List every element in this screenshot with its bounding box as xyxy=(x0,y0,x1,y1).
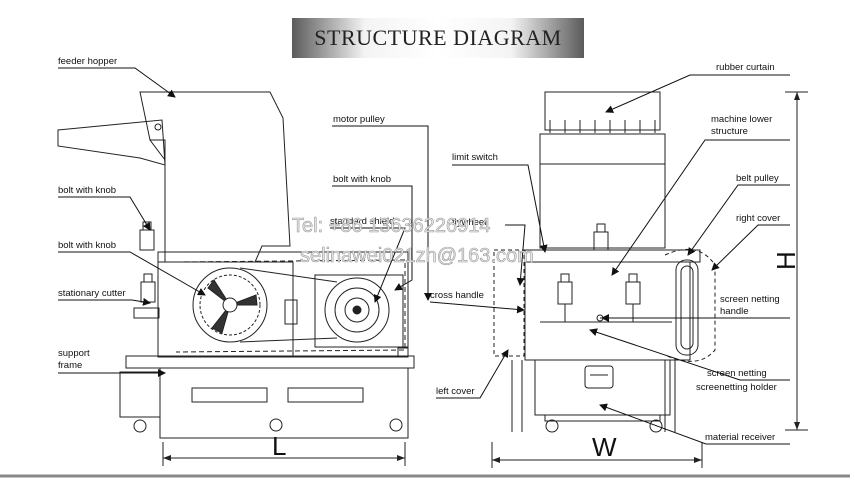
label-right-cover: right cover xyxy=(736,213,780,224)
label-feeder-hopper: feeder hopper xyxy=(58,56,117,67)
label-material-receiver: material receiver xyxy=(705,432,775,443)
label-stationary-cutter: stationary cutter xyxy=(58,288,126,299)
label-cross-handle: cross handle xyxy=(430,290,484,301)
watermark-phone: Tel: +86 13636226914 xyxy=(292,215,491,237)
left-callouts xyxy=(58,67,432,377)
dimension-l-label: L xyxy=(272,431,286,461)
watermark-email: selinawei021zh@163.com xyxy=(300,245,534,267)
right-callouts xyxy=(429,74,790,445)
label-standard-shield: standard shield xyxy=(330,216,394,227)
label-bolt-with-knob-3: bolt with knob xyxy=(333,174,391,185)
label-limit-switch: limit switch xyxy=(452,152,498,163)
label-screen-netting-handle-2: handle xyxy=(720,306,749,317)
dimension-h-label: H xyxy=(771,251,801,270)
side-view-machine xyxy=(57,91,415,439)
label-bolt-with-knob-1: bolt with knob xyxy=(58,185,116,196)
dimension-w xyxy=(491,442,703,468)
label-machine-lower-2: structure xyxy=(711,126,748,137)
label-screen-netting-1: screen netting xyxy=(707,368,767,379)
dimension-l xyxy=(162,442,406,466)
label-support-1: support xyxy=(58,348,90,359)
label-screen-netting-handle-1: screen netting xyxy=(720,294,780,305)
label-motor-pulley: motor pulley xyxy=(333,114,385,125)
label-bolt-with-knob-2: bolt with knob xyxy=(58,240,116,251)
dimension-h xyxy=(785,91,808,431)
label-left-cover: left cover xyxy=(436,386,475,397)
label-machine-lower-1: machine lower xyxy=(711,114,772,125)
diagram-title: STRUCTURE DIAGRAM xyxy=(314,25,562,50)
label-flywheel: flywheel xyxy=(452,217,486,228)
label-belt-pulley: belt pulley xyxy=(736,173,779,184)
label-screen-netting-2: screenetting holder xyxy=(696,382,777,393)
label-support-2: frame xyxy=(58,360,82,371)
dimension-w-label: W xyxy=(592,432,617,462)
title-banner: STRUCTURE DIAGRAM xyxy=(292,18,584,58)
label-rubber-curtain: rubber curtain xyxy=(716,62,775,73)
